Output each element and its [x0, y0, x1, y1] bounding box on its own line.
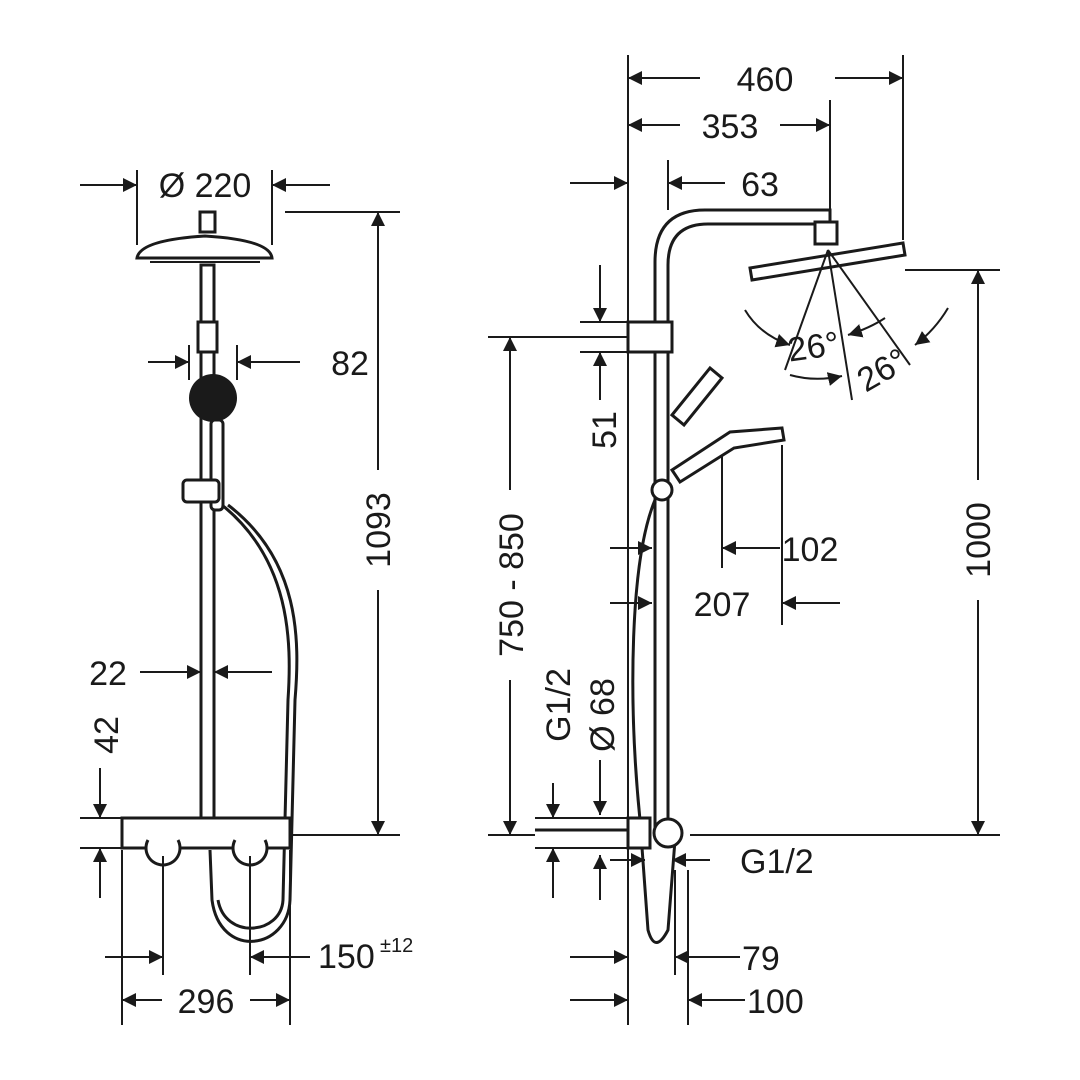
dim-arm-reach-to-head: 353	[702, 108, 759, 146]
dim-hand-shower-projection-2: 207	[694, 586, 751, 624]
dim-rod-diameter: 22	[89, 655, 127, 693]
dim-hand-shower-projection-1: 102	[782, 531, 839, 569]
shower-head	[135, 234, 274, 260]
dim-hand-shower-width: 82	[331, 345, 369, 383]
inlet-connector	[626, 816, 652, 850]
hand-shower-head	[189, 374, 237, 422]
dim-spray-angle-2: 26°	[851, 341, 915, 400]
slider-knob	[650, 478, 674, 502]
dim-connection-spacing: 150	[318, 938, 375, 976]
dim-thermostat-width: 296	[178, 983, 235, 1021]
dim-holder-height: 51	[586, 411, 624, 449]
head-joint	[813, 220, 839, 246]
front-shower-parts	[120, 210, 299, 943]
dim-connection-tolerance: ±12	[380, 935, 413, 957]
hand-shower-slider	[181, 478, 221, 504]
dim-total-height: 1093	[360, 492, 398, 568]
hand-shower-upper	[669, 365, 725, 428]
dim-outlet-thread: G1/2	[740, 843, 814, 881]
dim-spray-angle-1: 26°	[785, 325, 841, 370]
dim-head-height: 1000	[960, 502, 998, 578]
dim-installation-height: 750 - 850	[493, 513, 531, 657]
side-rod-holder	[626, 320, 674, 354]
dim-depth-2: 100	[747, 983, 804, 1021]
dim-depth-1: 79	[742, 940, 780, 978]
head-connector	[198, 210, 217, 234]
side-view: 460 353 63 51 750 - 850 26° 26°	[488, 55, 1000, 1025]
shower-hose	[208, 503, 299, 943]
dim-inlet-thread: G1/2	[540, 668, 578, 742]
dim-wall-to-rod: 63	[741, 166, 779, 204]
dim-thermostat-height: 42	[88, 716, 126, 754]
rod-holder	[196, 320, 219, 354]
side-shower-parts	[535, 208, 907, 944]
dim-arm-total-reach: 460	[737, 61, 794, 99]
hand-shower-lower	[669, 426, 786, 485]
dim-rosette-diameter: Ø 68	[584, 678, 622, 752]
dim-head-diameter: Ø 220	[159, 167, 252, 205]
side-shower-head	[748, 241, 907, 282]
shower-hose-inner	[216, 503, 291, 930]
front-view: Ø 220 1093 82 22 42 150 ±12	[80, 167, 413, 1025]
shower-arm-rod	[653, 208, 832, 837]
thermostat-side	[652, 817, 684, 849]
